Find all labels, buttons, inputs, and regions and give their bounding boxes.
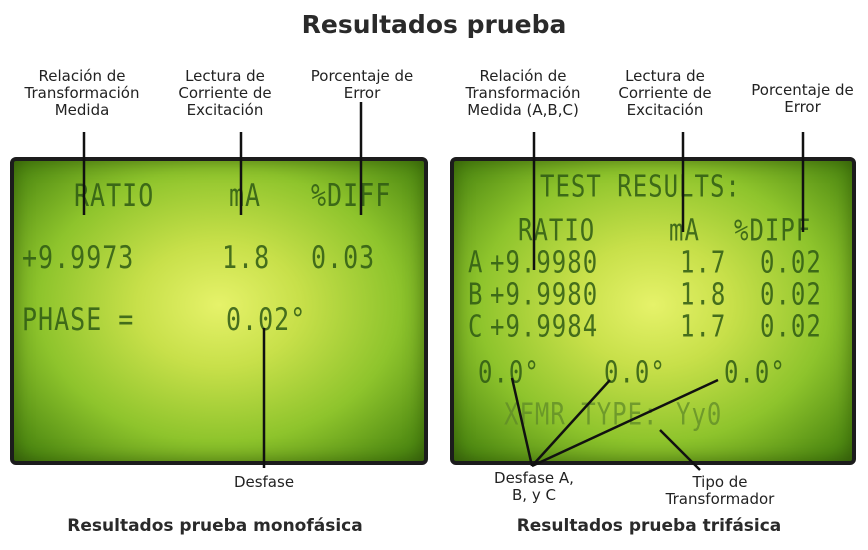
lcd-value-diff: 0.03 — [311, 239, 376, 276]
label-error-percent: Porcentaje de Error — [310, 67, 414, 102]
lcd-phase-value: 0.02° — [226, 301, 307, 338]
lcd-single-phase: RATIO mA %DIFF +9.9973 1.8 0.03 PHASE = … — [10, 157, 428, 465]
label-transformer-type: Tipo de Transformador — [665, 473, 775, 508]
label-error-percent-3ph: Porcentaje de Error — [751, 81, 854, 116]
lcd-row-a-diff: 0.02 — [760, 245, 822, 280]
lcd-header-ratio-3ph: RATIO — [518, 213, 596, 248]
lcd-row-a-phase: A — [468, 245, 484, 280]
lcd-xfmr-label: XFMR TYPE: — [504, 397, 659, 432]
lcd-row-c-diff: 0.02 — [760, 309, 822, 344]
lcd-phase-label: PHASE = — [22, 301, 135, 338]
lcd-value-ma: 1.8 — [222, 239, 271, 276]
lcd-row-c-phase: C — [468, 309, 484, 344]
lcd-xfmr-value: Yy0 — [676, 397, 723, 432]
lcd-header-ma-3ph: mA — [669, 213, 700, 248]
lcd-row-a-ratio: +9.9980 — [490, 245, 599, 280]
lcd-row-c-ratio: +9.9984 — [490, 309, 599, 344]
lcd-phase-a-value: 0.0° — [478, 355, 540, 390]
caption-three-phase: Resultados prueba trifásica — [516, 516, 782, 536]
lcd-header-ratio: RATIO — [74, 177, 155, 214]
lcd-row-b-phase: B — [468, 277, 484, 312]
label-excitation-current-3ph: Lectura de Corriente de Excitación — [618, 67, 712, 119]
caption-single-phase: Resultados prueba monofásica — [67, 516, 363, 536]
lcd-header-dipf-3ph: %DIPF — [734, 213, 812, 248]
label-measured-ratio-abc: Relación de Transformación Medida (A,B,C… — [465, 67, 581, 119]
lcd-test-results-title: TEST RESULTS: — [540, 169, 741, 204]
page-title: Resultados prueba — [301, 10, 567, 39]
label-measured-ratio: Relación de Transformación Medida — [24, 67, 140, 119]
lcd-row-b-ma: 1.8 — [680, 277, 727, 312]
lcd-phase-b-value: 0.0° — [604, 355, 666, 390]
label-phase-shift: Desfase — [233, 473, 295, 491]
lcd-row-c-ma: 1.7 — [680, 309, 727, 344]
label-phase-shift-abc: Desfase A, B, y C — [494, 469, 574, 504]
lcd-row-b-ratio: +9.9980 — [490, 277, 599, 312]
lcd-three-phase: TEST RESULTS: RATIO mA %DIPF A +9.9980 1… — [450, 157, 856, 465]
lcd-header-diff: %DIFF — [311, 177, 392, 214]
lcd-header-ma: mA — [229, 177, 262, 214]
lcd-value-ratio: +9.9973 — [22, 239, 135, 276]
lcd-row-b-diff: 0.02 — [760, 277, 822, 312]
lcd-row-a-ma: 1.7 — [680, 245, 727, 280]
lcd-phase-c-value: 0.0° — [724, 355, 786, 390]
label-excitation-current: Lectura de Corriente de Excitación — [178, 67, 272, 119]
